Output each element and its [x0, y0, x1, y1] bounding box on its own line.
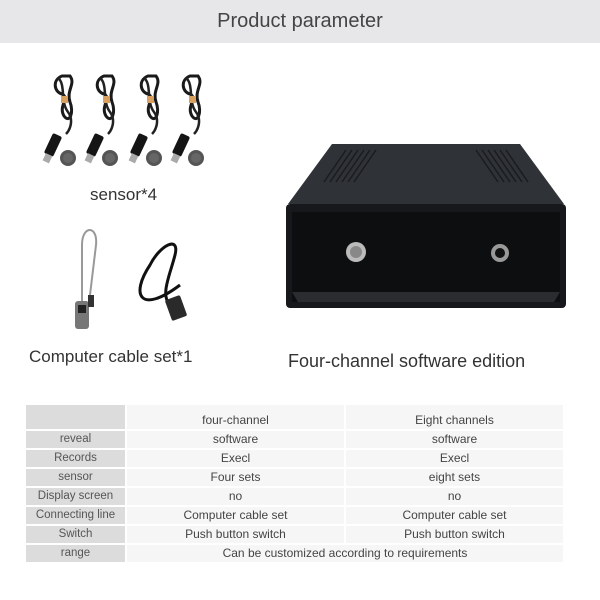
sensors-caption: sensor*4: [90, 185, 158, 204]
table-row: Switch Push button switch Push button sw…: [26, 526, 563, 543]
table-row-range: range Can be customized according to req…: [26, 545, 563, 562]
cell-four: Execl: [127, 450, 344, 467]
row-label: sensor: [26, 469, 125, 486]
row-label: range: [26, 545, 125, 562]
cell-eight: Execl: [345, 450, 563, 467]
cell-four: software: [127, 431, 344, 448]
table-header-row: four-channel Eight channels: [26, 405, 563, 429]
cell-range: Can be customized according to requireme…: [127, 545, 563, 562]
cell-four: Push button switch: [127, 526, 344, 543]
row-label: Switch: [26, 526, 125, 543]
row-label: Connecting line: [26, 507, 125, 524]
cell-eight: Push button switch: [345, 526, 563, 543]
table-row: sensor Four sets eight sets: [26, 469, 563, 486]
column-header-eight: Eight channels: [345, 405, 563, 429]
header-corner: [26, 405, 125, 429]
table-row: reveal software software: [26, 431, 563, 448]
cell-eight: Computer cable set: [345, 507, 563, 524]
cell-four: Four sets: [127, 469, 344, 486]
cell-eight: eight sets: [345, 469, 563, 486]
row-label: reveal: [26, 431, 125, 448]
page-header: Product parameter: [0, 0, 600, 43]
sensors-image: [42, 74, 206, 168]
page-title: Product parameter: [217, 10, 383, 32]
device-caption: Four-channel software edition: [288, 351, 526, 371]
parameter-table: four-channel Eight channels reveal softw…: [24, 403, 565, 564]
table-row: Connecting line Computer cable set Compu…: [26, 507, 563, 524]
cable-image: [75, 229, 187, 329]
cable-caption: Computer cable set*1: [29, 347, 193, 366]
cell-eight: software: [345, 431, 563, 448]
row-label: Display screen: [26, 488, 125, 505]
row-label: Records: [26, 450, 125, 467]
table-row: Records Execl Execl: [26, 450, 563, 467]
column-header-four: four-channel: [127, 405, 344, 429]
cell-four: no: [127, 488, 344, 505]
cell-four: Computer cable set: [127, 507, 344, 524]
cell-eight: no: [345, 488, 563, 505]
device-image: [286, 144, 566, 308]
table-row: Display screen no no: [26, 488, 563, 505]
